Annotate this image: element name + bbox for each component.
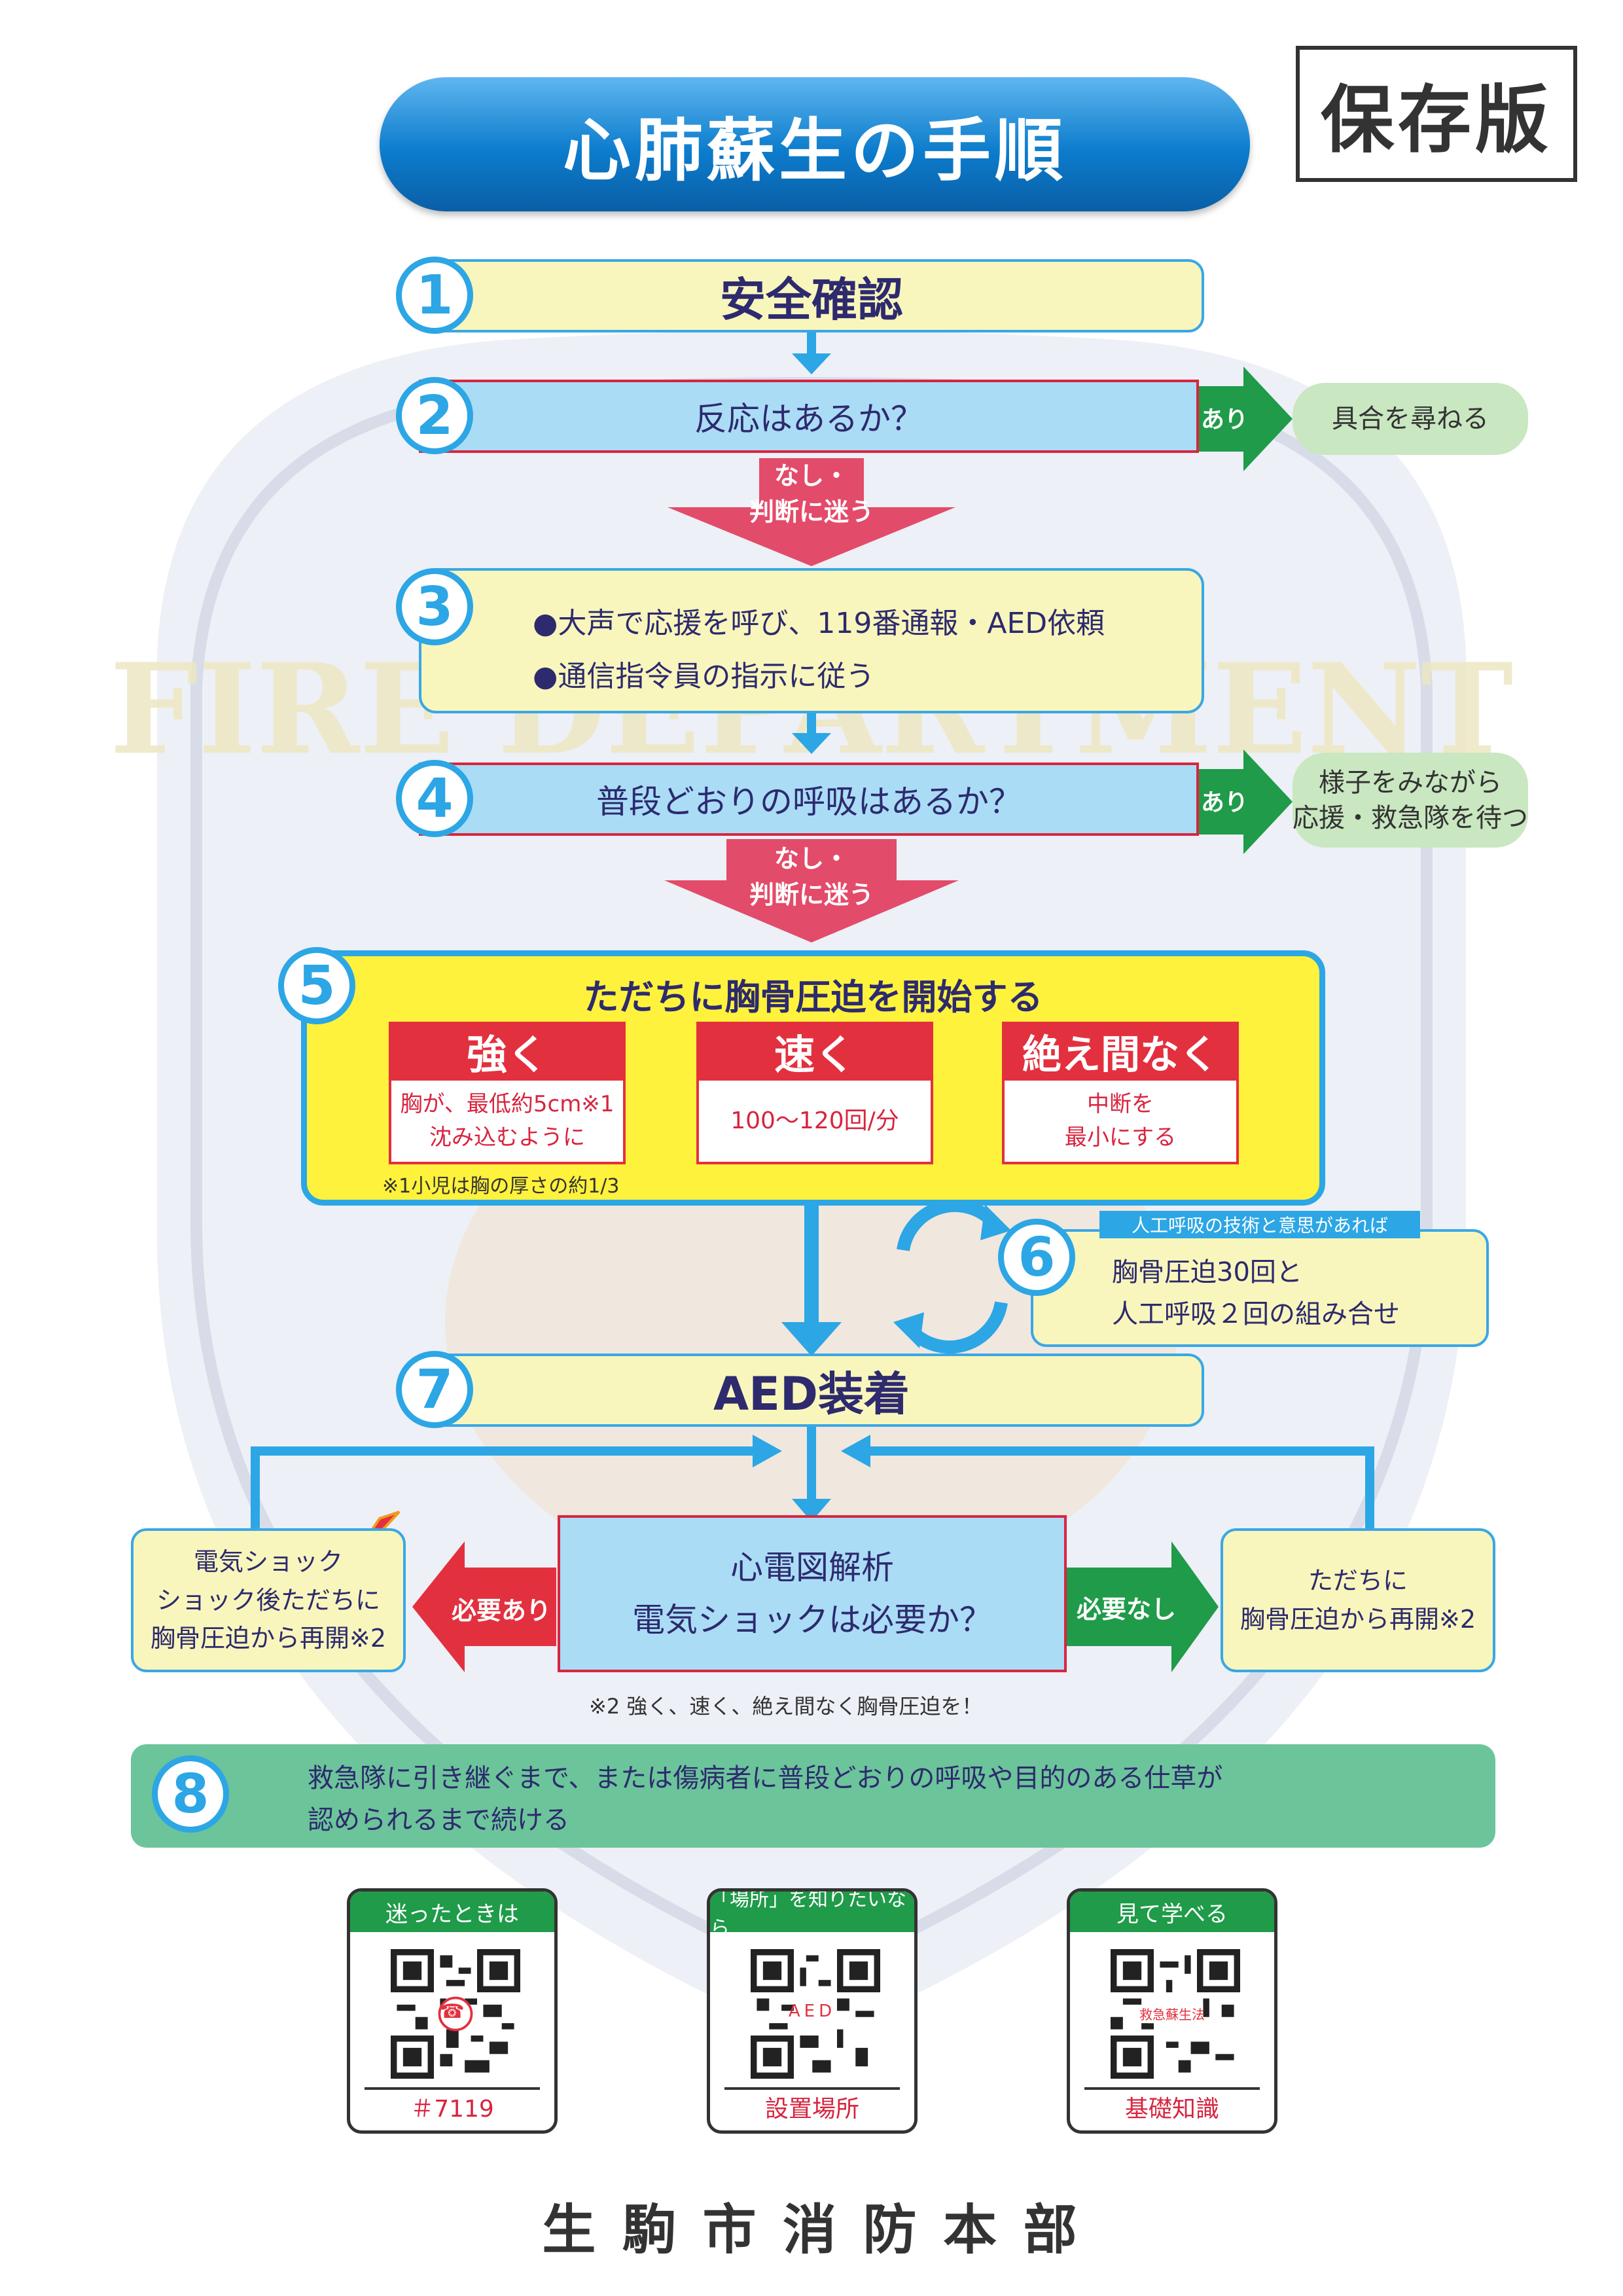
step2-yes-action: 具合を尋ねる	[1293, 383, 1528, 455]
keep-stamp: 保存版	[1296, 46, 1577, 182]
step2-no-label-line1: なし・	[774, 461, 849, 490]
card-constant-line1: 中断を	[1087, 1091, 1154, 1117]
need-shock-label: 必要あり	[452, 1596, 552, 1625]
qr-card-learn[interactable]: 見て学べる 救急蘇生法 基礎知識	[1067, 1888, 1277, 2134]
qr-learn-foot: 基礎知識	[1084, 2087, 1260, 2124]
step5-title: ただちに胸骨圧迫を開始する	[583, 977, 1043, 1018]
shock-line1: 電気ショック	[193, 1547, 343, 1576]
card-strong-head: 強く	[389, 1022, 626, 1081]
step5-card-strong: 強く 胸が、最低約5cm※1 沈み込むように	[389, 1022, 626, 1164]
step4-yes-action: 様子をみながら 応援・救急隊を待つ	[1293, 753, 1528, 848]
step4-yes-action-line1: 様子をみながら	[1319, 767, 1502, 798]
card-strong-body: 胸が、最低約5cm※1 沈み込むように	[389, 1081, 626, 1164]
card-fast-head: 速く	[696, 1022, 933, 1081]
step2-number: 2	[396, 377, 473, 454]
step5-card-fast: 速く 100〜120回/分	[696, 1022, 933, 1164]
qr-consult-foot: ＃7119	[365, 2087, 540, 2124]
step2-yes-label: あり	[1201, 406, 1249, 433]
no-need-shock-label: 必要なし	[1077, 1595, 1177, 1624]
qr-aed-foot: 設置場所	[724, 2087, 900, 2124]
organization-name: 生 駒 市 消 防 本 部	[542, 2199, 1081, 2261]
step4-box: 普段どおりの呼吸はあるか？	[419, 762, 1199, 836]
qr-code-icon	[391, 1949, 520, 2079]
card-strong-line2: 沈み込むように	[429, 1124, 585, 1151]
step6-tag: 人工呼吸の技術と意思があれば	[1099, 1211, 1420, 1238]
step5-number: 5	[278, 947, 355, 1024]
step4-yes-label: あり	[1201, 789, 1249, 816]
step5-box: ただちに胸骨圧迫を開始する 強く 胸が、最低約5cm※1 沈み込むように 速く …	[301, 950, 1325, 1206]
step3-line2: ●通信指令員の指示に従う	[533, 660, 875, 694]
card-fast-body: 100〜120回/分	[696, 1081, 933, 1164]
qr-learn-head: 見て学べる	[1070, 1892, 1274, 1932]
step8-line2: 認められるまで続ける	[308, 1805, 569, 1835]
step4-yes-action-line2: 応援・救急隊を待つ	[1293, 802, 1528, 833]
step2-box: 反応はあるか？	[419, 380, 1199, 453]
step3-line1: ●大声で応援を呼び、119番通報・AED依頼	[533, 607, 1105, 640]
step3-box: ●大声で応援を呼び、119番通報・AED依頼 ●通信指令員の指示に従う	[419, 568, 1204, 713]
shock-box: 電気ショック ショック後ただちに 胸骨圧迫から再開※2	[131, 1528, 406, 1672]
resume-box: ただちに 胸骨圧迫から再開※2	[1221, 1528, 1495, 1672]
analysis-box: 心電図解析 電気ショックは必要か？	[558, 1515, 1067, 1672]
card-strong-line1: 胸が、最低約5cm※1	[400, 1091, 615, 1117]
step5-card-constant: 絶え間なく 中断を 最小にする	[1002, 1022, 1239, 1164]
analysis-line1: 心電図解析	[730, 1549, 894, 1587]
step6-number: 6	[998, 1219, 1075, 1296]
qr-card-consult[interactable]: 迷ったときは ☎ ＃7119	[347, 1888, 558, 2134]
step1-text: 安全確認	[720, 272, 903, 327]
step8-number: 8	[152, 1755, 229, 1833]
step7-box: AED装着	[419, 1354, 1204, 1427]
step3-number: 3	[396, 568, 473, 645]
step7-text: AED装着	[713, 1367, 910, 1421]
qr-learn-center: 救急蘇生法	[1139, 2007, 1205, 2022]
analysis-footnote: ※2 強く、速く、絶え間なく胸骨圧迫を！	[589, 1694, 983, 1719]
qr-aed-center: AED	[788, 2001, 836, 2021]
step1-number: 1	[396, 257, 473, 334]
step6-line2: 人工呼吸２回の組み合せ	[1112, 1299, 1400, 1329]
shock-line2: ショック後ただちに	[156, 1585, 380, 1615]
qr-code-icon	[1111, 1949, 1240, 2079]
step4-no-label-line2: 判断に迷う	[749, 880, 874, 910]
page-title: 心肺蘇生の手順	[380, 77, 1250, 211]
card-constant-head: 絶え間なく	[1002, 1022, 1239, 1081]
resume-line1: ただちに	[1308, 1566, 1408, 1596]
step4-question: 普段どおりの呼吸はあるか？	[596, 783, 1022, 821]
step7-number: 7	[396, 1351, 473, 1428]
step4-no-label-line1: なし・	[774, 844, 849, 873]
qr-consult-head: 迷ったときは	[350, 1892, 554, 1932]
step4-number: 4	[396, 760, 473, 837]
step8-box: 救急隊に引き継ぐまで、または傷病者に普段どおりの呼吸や目的のある仕草が 認められ…	[131, 1744, 1495, 1848]
analysis-line2: 電気ショックは必要か？	[632, 1601, 992, 1639]
step1-box: 安全確認	[419, 259, 1204, 332]
qr-aed-head: 「場所」を知りたいなら	[710, 1892, 914, 1940]
qr-code-icon	[751, 1949, 880, 2079]
card-constant-line2: 最小にする	[1064, 1124, 1177, 1151]
step2-question: 反応はあるか？	[694, 400, 923, 438]
step2-no-label-line2: 判断に迷う	[749, 497, 874, 527]
step8-line1: 救急隊に引き継ぐまで、または傷病者に普段どおりの呼吸や目的のある仕草が	[308, 1763, 1223, 1793]
step5-footnote: ※1小児は胸の厚さの約1/3	[382, 1175, 620, 1198]
card-fast-line1: 100〜120回/分	[730, 1107, 899, 1134]
qr-consult-center: ☎	[440, 2000, 465, 2023]
step4-no-label: なし・ 判断に迷う	[740, 841, 883, 913]
qr-card-aed[interactable]: 「場所」を知りたいなら AED 設置場所	[707, 1888, 918, 2134]
step2-no-label: なし・ 判断に迷う	[740, 458, 883, 530]
step6-line1: 胸骨圧迫30回と	[1112, 1257, 1302, 1287]
card-constant-body: 中断を 最小にする	[1002, 1081, 1239, 1164]
step6-box: 胸骨圧迫30回と 人工呼吸２回の組み合せ	[1031, 1229, 1489, 1347]
step2-yes-action-text: 具合を尋ねる	[1332, 404, 1489, 434]
shock-line3: 胸骨圧迫から再開※2	[150, 1624, 387, 1653]
resume-line2: 胸骨圧迫から再開※2	[1240, 1605, 1476, 1634]
